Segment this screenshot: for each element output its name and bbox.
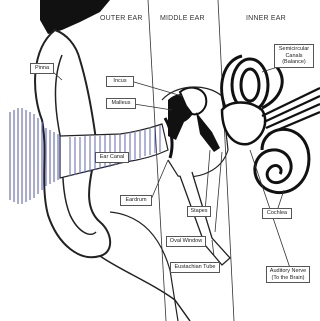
label-semicircular-canals: Semicircular Canals (Balance)	[274, 44, 314, 68]
middle-inner-divider	[218, 0, 234, 321]
header-middle-ear: MIDDLE EAR	[160, 15, 205, 23]
label-ear-canal: Ear Canal	[95, 152, 129, 163]
header-outer-ear: OUTER EAR	[100, 15, 143, 23]
stapes-bone	[196, 112, 220, 152]
label-auditory-nerve: Auditory Nerve (To the Brain)	[266, 266, 310, 283]
label-eustachian-tube: Eustachian Tube	[170, 262, 220, 273]
label-malleus: Malleus	[106, 98, 136, 109]
eustachian-tube-shape	[180, 172, 230, 265]
skull-contour-2	[110, 212, 178, 321]
label-pinna: Pinna	[30, 63, 54, 74]
header-inner-ear: INNER EAR	[246, 15, 286, 23]
label-oval-window: Oval Window	[166, 236, 206, 247]
label-stapes: Stapes	[187, 206, 211, 217]
vestibule	[222, 103, 265, 145]
auditory-nerve-shape	[262, 88, 320, 134]
label-cochlea: Cochlea	[262, 208, 292, 219]
outer-middle-divider	[148, 0, 166, 321]
cochlea-shape	[255, 129, 309, 192]
label-incus: Incus	[106, 76, 134, 87]
label-eardrum: Eardrum	[120, 195, 152, 206]
